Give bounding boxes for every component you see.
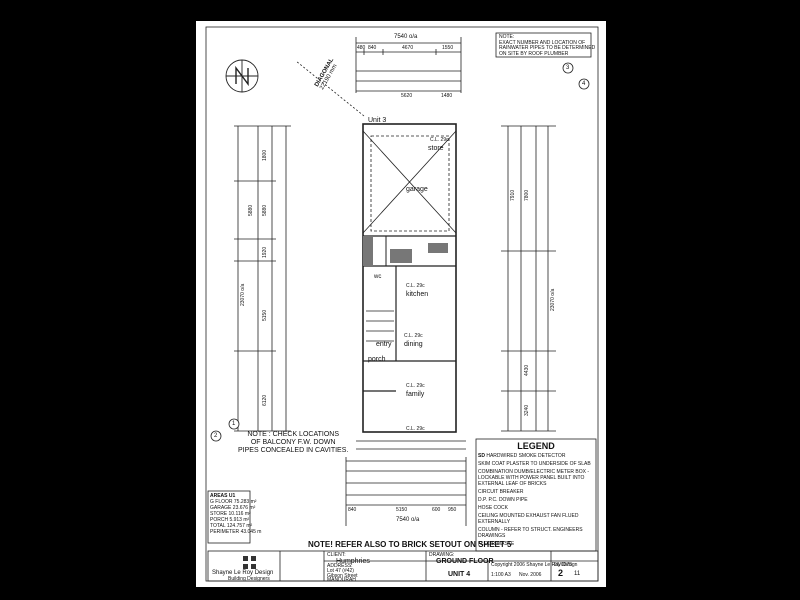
areas-heading: AREAS U1 xyxy=(210,493,236,499)
firm-name: Shayne Le Roy Design xyxy=(212,570,274,576)
area-row: TOTAL 124.757 m² xyxy=(210,523,253,529)
dim-left: 1920 xyxy=(262,246,268,258)
dim-top-5: 5620 xyxy=(401,93,413,99)
dim-overall-left: 23070 o/a xyxy=(240,283,246,306)
area-row: STORE 10.116 m² xyxy=(210,511,251,517)
drawing-name: GROUND FLOOR xyxy=(436,558,494,565)
note-brick-setout: NOTE! REFER ALSO TO BRICK SETOUT ON SHEE… xyxy=(308,540,512,549)
note-balcony: NOTE : CHECK LOCATIONS OF BALCONY F.W. D… xyxy=(238,431,349,454)
legend-item: HOSE COCK xyxy=(478,505,509,511)
address-line-1: Lot 47 (#42) xyxy=(327,568,354,574)
dim-left: 5880 xyxy=(248,204,254,216)
dim-top-6: 1480 xyxy=(441,93,453,99)
dim-left: 1800 xyxy=(262,149,268,161)
ceiling-label: C.L. 29c xyxy=(406,426,425,432)
legend-item: D.P. P.C. DOWN PIPE xyxy=(478,497,528,503)
room-dining: dining xyxy=(404,341,423,348)
legend-title: LEGEND xyxy=(517,441,555,451)
ceiling-label: C.L. 29c xyxy=(430,137,449,143)
client-name: Humphries xyxy=(336,558,370,565)
marker-3: 3 xyxy=(566,65,570,71)
dim-right: 7800 xyxy=(524,189,530,201)
address-line-2: Gibson Street xyxy=(327,573,358,579)
room-porch: porch xyxy=(368,356,386,363)
dim-top-4: 1550 xyxy=(442,45,454,51)
sheet-of: 11 xyxy=(574,571,581,577)
dim-top-1: 480 xyxy=(357,45,366,51)
dim-left: 6120 xyxy=(262,394,268,406)
room-kitchen: kitchen xyxy=(406,291,429,298)
drawing-sheet: 3 4 2 1 7540 o/a 480 840 4670 1550 5620 … xyxy=(196,21,606,587)
date: Nov. 2006 xyxy=(519,572,542,578)
marker-1: 1 xyxy=(232,421,236,427)
dim-bottom-1: 840 xyxy=(348,507,357,513)
client-label: CLIENT: xyxy=(327,552,346,558)
dim-overall-top: 7540 o/a xyxy=(394,34,418,40)
address-line-3: MANDURAH xyxy=(327,577,356,583)
unit-3-label: Unit 3 xyxy=(368,117,387,124)
dim-bottom-2: 5150 xyxy=(396,507,408,513)
dim-top-3: 4670 xyxy=(402,45,414,51)
ceiling-label: C.L. 29c xyxy=(406,283,425,289)
sheet-number: 2 xyxy=(558,568,564,578)
legend-item: COMBINATION DUMB/ELECTRIC METER BOX - LO… xyxy=(478,469,590,487)
firm-subtitle: Building Designers xyxy=(228,576,270,582)
room-garage: garage xyxy=(406,186,428,193)
area-row: PERIMETER 43.045 m xyxy=(210,529,262,535)
dim-left: 5150 xyxy=(262,309,268,321)
dim-bottom-4: 950 xyxy=(448,507,457,513)
note-rainwater-pipes: NOTE: EXACT NUMBER AND LOCATION OF RAINW… xyxy=(499,34,596,57)
area-row: G FLOOR 75.283 m² xyxy=(210,499,257,505)
marker-2: 2 xyxy=(214,433,218,439)
area-row: PORCH 5.913 m² xyxy=(210,517,250,523)
copyright: Copyright 2006 Shayne Le Roy Design xyxy=(491,562,578,568)
ceiling-label: C.L. 29c xyxy=(406,383,425,389)
ceiling-label: C.L. 29c xyxy=(404,333,423,339)
address-label: ADDRESS: xyxy=(327,563,353,569)
room-entry: entry xyxy=(376,341,392,348)
north-point-icon xyxy=(225,59,259,93)
legend-item: COLUMN - REFER TO STRUCT. ENGINEERS DRAW… xyxy=(478,527,583,539)
legend-item: FLOOR WASTE xyxy=(478,541,515,547)
room-wc: wc xyxy=(374,274,382,280)
area-row: GARAGE 23.676 m² xyxy=(210,505,256,511)
room-family: family xyxy=(406,391,425,398)
legend: LEGEND SD HARDWIRED SMOKE DETECTOR SKIM … xyxy=(478,441,594,547)
dim-left: 5880 xyxy=(262,204,268,216)
dim-bottom-3: 600 xyxy=(432,507,441,513)
unit-4-label: UNIT 4 xyxy=(448,571,471,578)
dim-overall-bottom: 7540 o/a xyxy=(396,517,420,523)
dim-right: 7910 xyxy=(510,189,516,201)
dim-right: 3240 xyxy=(524,404,530,416)
legend-item: SKIM COAT PLASTER TO UNDERSIDE OF SLAB xyxy=(478,461,591,467)
room-store: store xyxy=(428,145,444,152)
floor-plan-linework xyxy=(205,26,599,582)
job-number: 06/0375 xyxy=(554,562,573,568)
marker-4: 4 xyxy=(582,81,586,87)
areas-table: AREAS U1 G FLOOR 75.283 m² GARAGE 23.676… xyxy=(210,493,262,535)
legend-item: CEILING MOUNTED EXHAUST FAN FLUED EXTERN… xyxy=(478,513,579,525)
dim-top-2: 840 xyxy=(368,45,377,51)
dim-right: 4430 xyxy=(524,364,530,376)
legend-item: CIRCUIT BREAKER xyxy=(478,489,524,495)
legend-item: SD HARDWIRED SMOKE DETECTOR xyxy=(478,453,566,459)
drawing-label: DRAWING: xyxy=(429,552,455,558)
dim-overall-right: 23070 o/a xyxy=(550,288,556,311)
scale: 1:100 A3 xyxy=(491,572,511,578)
